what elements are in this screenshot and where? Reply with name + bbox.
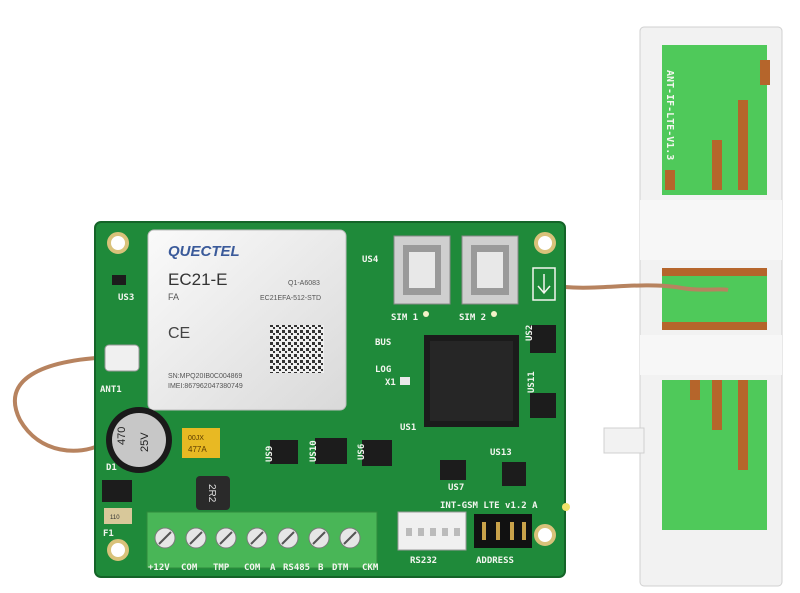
terminal-label-3: COM	[244, 563, 261, 573]
label-us11: US11	[527, 371, 537, 393]
module-variant: FA	[168, 292, 179, 302]
terminal-labels: +12V COM TMP COM A RS485 B DTM CKM	[148, 563, 379, 573]
module-part: EC21EFA-512-STD	[260, 295, 321, 302]
fuse-value: 110	[110, 515, 120, 521]
microcontroller-chip	[424, 335, 519, 427]
terminal-label-6: B	[318, 563, 324, 573]
label-us2: US2	[525, 325, 535, 341]
inductor-value: 2R2	[206, 484, 217, 503]
tantalum-capacitor: 00JX 477A	[182, 428, 220, 458]
label-address: ADDRESS	[476, 556, 514, 566]
led-sim2	[491, 311, 497, 317]
label-bus: BUS	[375, 338, 391, 348]
terminal-label-0: +12V	[148, 563, 170, 573]
terminal-block	[146, 511, 378, 569]
label-us6: US6	[357, 444, 367, 460]
chip-us3	[112, 275, 126, 285]
crystal-x1	[400, 377, 410, 385]
label-d1: D1	[106, 463, 117, 473]
tantalum-value: 477A	[188, 445, 207, 454]
label-sim2: SIM 2	[459, 313, 486, 323]
chip-us6	[362, 440, 392, 466]
antenna-cable-right	[564, 283, 729, 292]
terminal-label-5: RS485	[283, 563, 310, 573]
module-ce-mark: CE	[168, 325, 190, 342]
label-us9: US9	[265, 446, 275, 462]
label-us7: US7	[448, 483, 464, 493]
tantalum-code: 00JX	[188, 435, 204, 442]
module-model: EC21-E	[168, 270, 228, 289]
led-status	[562, 503, 570, 511]
address-jumper-header	[474, 514, 532, 548]
label-f1: F1	[103, 529, 114, 539]
module-brand: QUECTEL	[168, 243, 240, 260]
terminal-label-2: TMP	[213, 563, 230, 573]
sim-holder-2	[461, 235, 519, 305]
module-imei: IMEI:867962047380749	[168, 383, 243, 390]
label-us3: US3	[118, 293, 134, 303]
label-rs232: RS232	[410, 556, 437, 566]
antenna-silk: ANT-IF-LTE-V1.3	[664, 70, 675, 160]
ant1-connector	[104, 344, 140, 372]
terminal-label-1: COM	[181, 563, 198, 573]
label-log: LOG	[375, 365, 391, 375]
label-sim1: SIM 1	[391, 313, 418, 323]
chip-us13	[502, 462, 526, 486]
chip-us10	[315, 438, 347, 464]
module-qr-code	[270, 325, 324, 373]
capacitor-voltage: 25V	[139, 432, 151, 452]
module-sn: SN:MPQ20IB0C004869	[168, 373, 242, 380]
terminal-label-4: A	[270, 563, 276, 573]
label-board-name: INT-GSM LTE v1.2 A	[440, 501, 538, 511]
sim-holder-1	[393, 235, 451, 305]
inductor: 2R2	[196, 476, 230, 510]
chip-us7	[440, 460, 466, 480]
label-x1: X1	[385, 378, 396, 388]
label-us4: US4	[362, 255, 379, 265]
label-ant1: ANT1	[100, 385, 122, 395]
capacitor-value: 470	[116, 427, 128, 445]
terminal-label-7: DTM	[332, 563, 349, 573]
led-sim1	[423, 311, 429, 317]
label-us13: US13	[490, 448, 512, 458]
chip-us2	[530, 325, 556, 353]
antenna-cable-left	[12, 355, 113, 453]
terminal-label-8: CKM	[362, 563, 379, 573]
antenna-board: ANT-IF-LTE-V1.3	[603, 26, 783, 587]
diode	[102, 480, 132, 502]
lte-module: QUECTEL EC21-E FA Q1-A6083 EC21EFA-512-S…	[147, 229, 347, 411]
fuse: 110	[104, 508, 132, 524]
label-us1: US1	[400, 423, 416, 433]
antenna-connector-arrow-icon	[532, 267, 556, 301]
label-us10: US10	[309, 440, 319, 462]
electrolytic-capacitor: 470 25V	[106, 407, 172, 473]
chip-us11	[530, 393, 556, 418]
chip-us9	[270, 440, 298, 464]
module-code: Q1-A6083	[288, 280, 320, 287]
